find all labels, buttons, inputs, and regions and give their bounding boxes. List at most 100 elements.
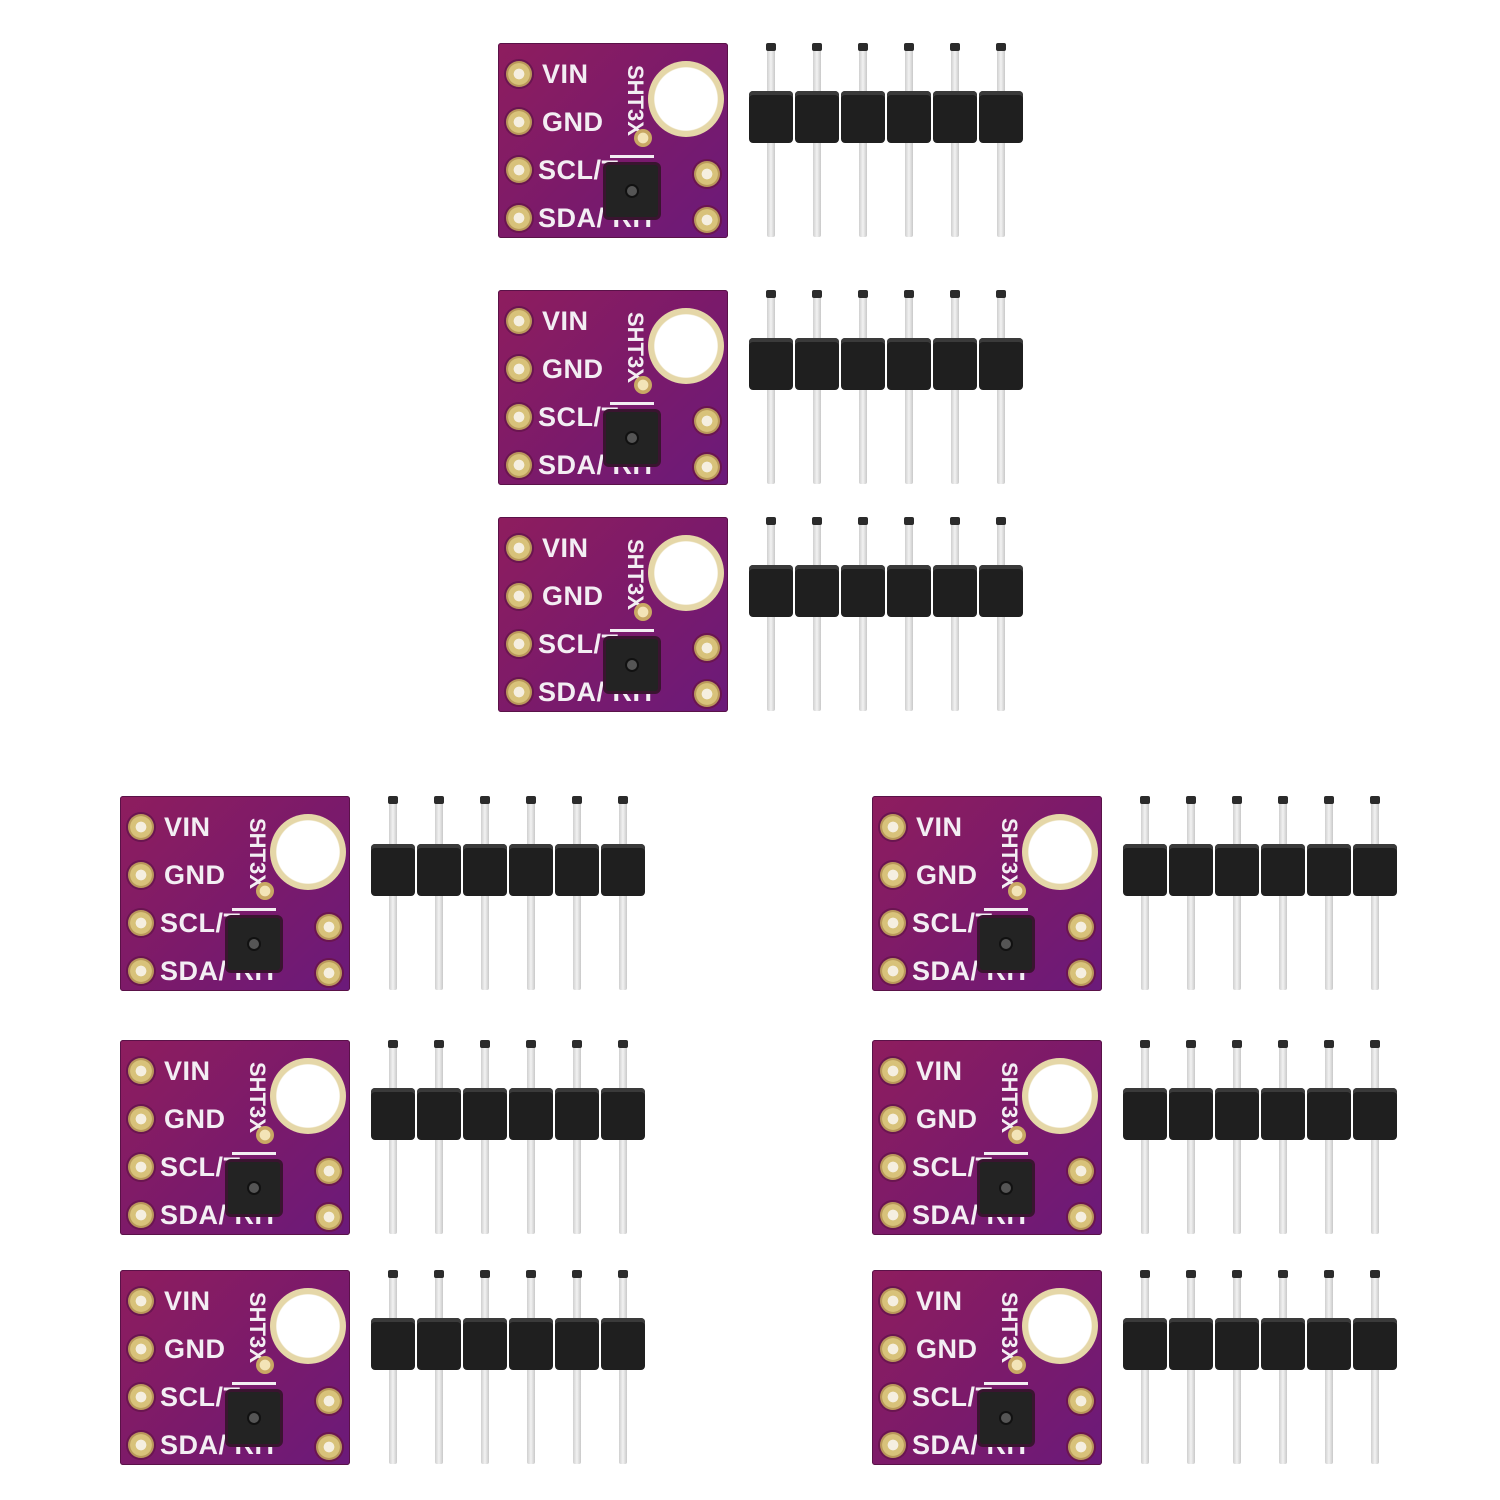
header-pin	[997, 519, 1005, 574]
header-pin	[1187, 1366, 1195, 1464]
header-pin	[619, 892, 627, 990]
model-label: SHT3X	[997, 1292, 1022, 1363]
pad-sda	[880, 1432, 906, 1458]
pad-gnd	[880, 1106, 906, 1132]
pad-scl	[506, 404, 532, 430]
header-pin-tip	[996, 517, 1006, 525]
header-pin	[573, 1366, 581, 1464]
header-housing	[371, 844, 415, 896]
label-vin: VIN	[542, 306, 589, 336]
pad-right-2	[1068, 1204, 1094, 1230]
sensor-chip	[606, 412, 658, 464]
header-pin	[573, 1042, 581, 1097]
header-pin	[813, 139, 821, 237]
pad-right-2	[316, 1204, 342, 1230]
pin-header	[371, 1270, 655, 1470]
header-pin-tip	[904, 517, 914, 525]
chip-opening	[627, 186, 637, 196]
pad-sda	[880, 958, 906, 984]
header-pin	[481, 1366, 489, 1464]
header-pin	[389, 1042, 397, 1097]
chip-opening	[1001, 1183, 1011, 1193]
model-label: SHT3X	[623, 312, 648, 383]
header-pin	[951, 519, 959, 574]
header-pin	[767, 519, 775, 574]
header-pin	[481, 798, 489, 853]
header-pin-tip	[388, 1040, 398, 1048]
label-gnd: GND	[542, 354, 604, 384]
header-pin	[859, 613, 867, 711]
pad-gnd	[128, 1336, 154, 1362]
sensor-kit: VIN GND SCL/T SDA/ RH SHT3X	[498, 43, 1038, 243]
header-pin-tip	[388, 1270, 398, 1278]
pin-header	[1123, 1270, 1407, 1470]
chip-opening	[627, 433, 637, 443]
header-housing	[1261, 1088, 1305, 1140]
header-pin-tip	[618, 796, 628, 804]
header-pin-tip	[1186, 1040, 1196, 1048]
header-housing	[417, 844, 461, 896]
pad-sda	[128, 1432, 154, 1458]
sensor-chip	[606, 639, 658, 691]
header-pin-tip	[1232, 1270, 1242, 1278]
pin-header	[749, 290, 1033, 490]
label-vin: VIN	[916, 812, 963, 842]
pad-right-1	[316, 1388, 342, 1414]
silkscreen-line	[232, 908, 276, 911]
header-pin	[527, 1272, 535, 1327]
header-pin-tip	[766, 517, 776, 525]
header-housing	[371, 1088, 415, 1140]
header-pin	[435, 1366, 443, 1464]
header-pin	[1371, 1042, 1379, 1097]
header-pin	[1233, 1042, 1241, 1097]
header-pin-tip	[1370, 796, 1380, 804]
sht3x-board: VIN GND SCL/T SDA/ RH SHT3X	[120, 1040, 350, 1235]
label-scl: SCL/T	[912, 908, 993, 938]
via	[1008, 1356, 1026, 1374]
header-pin-tip	[1140, 1040, 1150, 1048]
header-pin-tip	[1278, 1040, 1288, 1048]
header-pin	[389, 1366, 397, 1464]
header-pin	[1279, 1042, 1287, 1097]
label-vin: VIN	[542, 59, 589, 89]
header-pin	[1187, 1272, 1195, 1327]
label-gnd: GND	[542, 581, 604, 611]
header-pin	[527, 1136, 535, 1234]
header-pin-tip	[904, 43, 914, 51]
sht3x-board: VIN GND SCL/T SDA/ RH SHT3X	[498, 517, 728, 712]
pad-sda	[506, 679, 532, 705]
sensor-kit: VIN GND SCL/T SDA/ RH SHT3X	[872, 796, 1412, 996]
header-pin-tip	[1232, 1040, 1242, 1048]
chip-opening	[249, 939, 259, 949]
label-vin: VIN	[164, 1056, 211, 1086]
header-pin	[767, 386, 775, 484]
pad-vin	[506, 61, 532, 87]
header-pin	[1371, 1366, 1379, 1464]
chip-opening	[249, 1413, 259, 1423]
header-housing	[1169, 844, 1213, 896]
pad-vin	[128, 814, 154, 840]
header-pin-tip	[480, 796, 490, 804]
header-pin-tip	[572, 1270, 582, 1278]
header-pin	[389, 1136, 397, 1234]
header-pin-tip	[858, 517, 868, 525]
header-pin	[905, 386, 913, 484]
header-pin-tip	[1232, 796, 1242, 804]
pad-scl	[128, 910, 154, 936]
header-pin	[389, 892, 397, 990]
pin-header	[371, 796, 655, 996]
sensor-vent-ring	[270, 814, 346, 890]
pad-right-1	[316, 1158, 342, 1184]
sht3x-board: VIN GND SCL/T SDA/ RH SHT3X	[120, 1270, 350, 1465]
header-housing	[509, 1318, 553, 1370]
header-housing	[417, 1318, 461, 1370]
sensor-kit: VIN GND SCL/T SDA/ RH SHT3X	[498, 517, 1038, 717]
header-pin	[527, 1042, 535, 1097]
pad-right-1	[694, 635, 720, 661]
pad-gnd	[128, 1106, 154, 1132]
sht3x-board: VIN GND SCL/T SDA/ RH SHT3X	[872, 1270, 1102, 1465]
pad-gnd	[880, 862, 906, 888]
header-pin	[1371, 892, 1379, 990]
label-vin: VIN	[916, 1056, 963, 1086]
pad-gnd	[506, 583, 532, 609]
